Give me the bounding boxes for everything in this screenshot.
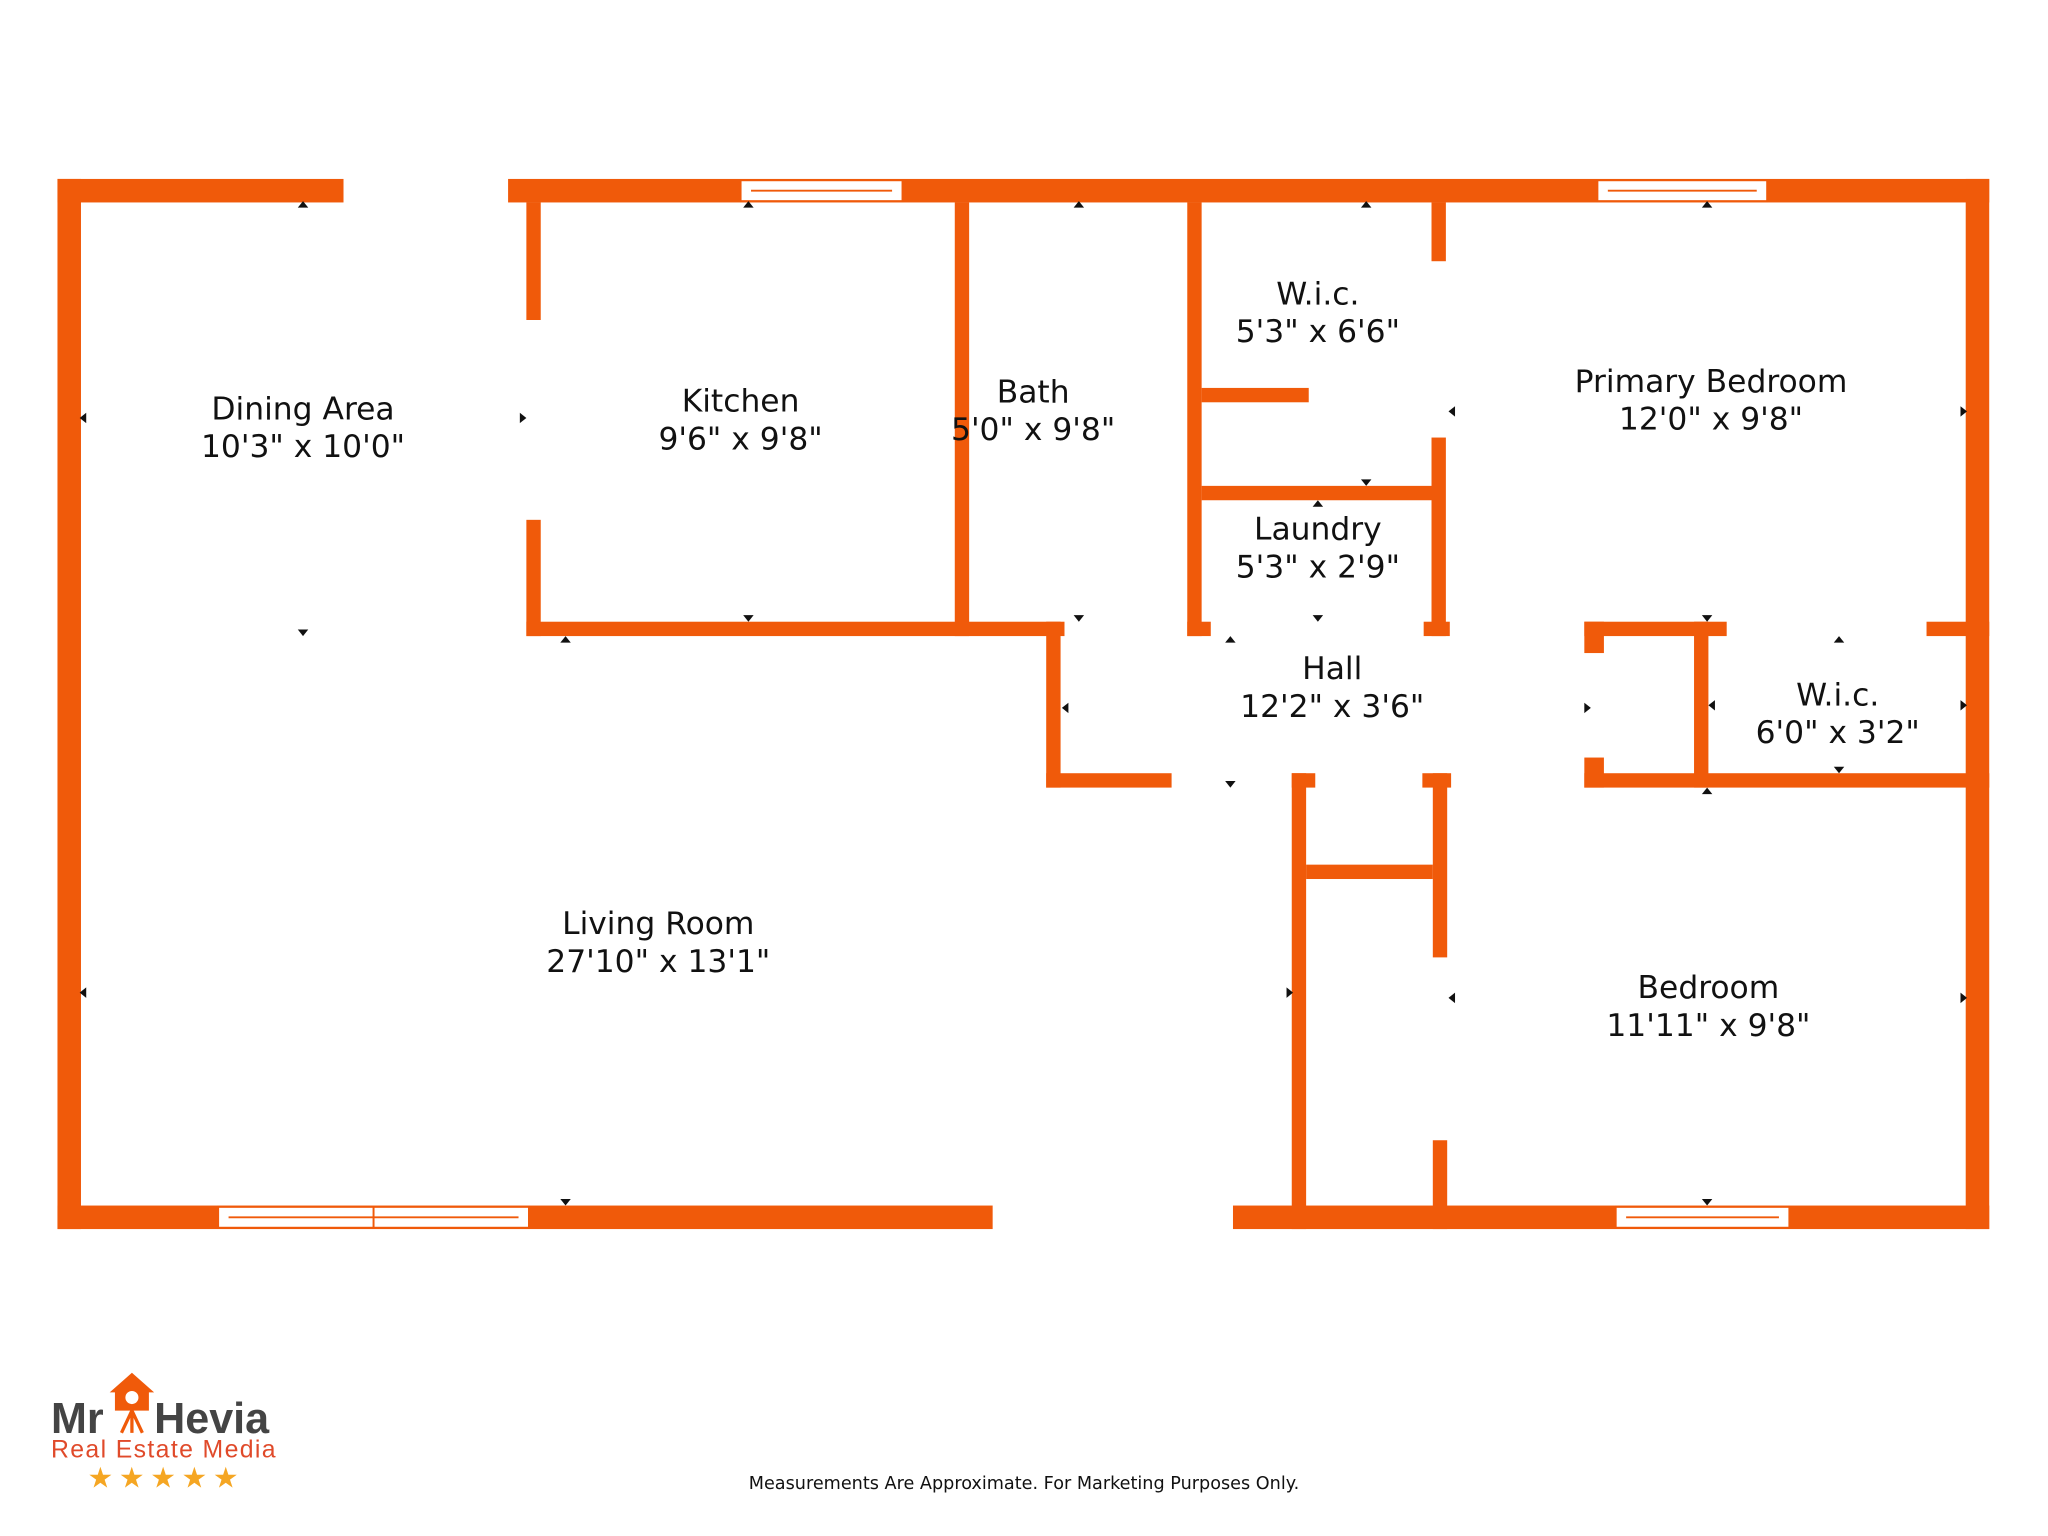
star-rating: ★ ★ ★ ★ ★ [88,1461,239,1495]
room-name: Kitchen [682,383,800,419]
room-dimensions: 9'6" x 9'8" [658,421,822,457]
room-walk-in-closet-2: W.i.c. 6'0" x 3'2" [1756,677,1920,751]
company-logo: Mr Hevia Real Estate Media ★ ★ ★ ★ ★ [51,1372,276,1495]
room-kitchen: Kitchen 9'6" x 9'8" [658,383,822,457]
star-icon: ★ [150,1461,176,1495]
room-name: Bath [997,374,1070,410]
room-dimensions: 12'2" x 3'6" [1240,689,1424,725]
room-dimensions: 6'0" x 3'2" [1756,715,1920,751]
logo-tagline: Real Estate Media [51,1437,276,1464]
room-dimensions: 5'3" x 2'9" [1236,549,1400,585]
room-dimensions: 11'11" x 9'8" [1606,1008,1810,1044]
room-dining-area: Dining Area 10'3" x 10'0" [201,391,405,465]
room-name: W.i.c. [1796,677,1879,713]
logo-mr: Mr [51,1395,104,1443]
room-name: Laundry [1254,511,1382,547]
star-icon: ★ [213,1461,239,1495]
room-laundry: Laundry 5'3" x 2'9" [1236,511,1400,585]
windows [217,179,1791,1229]
room-hall: Hall 12'2" x 3'6" [1240,651,1424,725]
walls [57,178,1990,1230]
dimension-arrows [79,201,1968,1206]
room-living-room: Living Room 27'10" x 13'1" [546,906,770,980]
room-name: Hall [1302,651,1362,687]
logo-hevia: Hevia [154,1395,270,1443]
room-dimensions: 5'0" x 9'8" [951,412,1115,448]
room-primary-bedroom: Primary Bedroom 12'0" x 9'8" [1575,364,1848,438]
room-name: Living Room [562,906,754,942]
room-dimensions: 27'10" x 13'1" [546,944,770,980]
room-name: Dining Area [211,391,394,427]
disclaimer: Measurements Are Approximate. For Market… [749,1474,1300,1494]
star-icon: ★ [119,1461,145,1495]
room-bath: Bath 5'0" x 9'8" [951,374,1115,448]
room-name: W.i.c. [1276,276,1359,312]
star-icon: ★ [88,1461,114,1495]
room-walk-in-closet-1: W.i.c. 5'3" x 6'6" [1236,276,1400,350]
room-name: Bedroom [1638,970,1780,1006]
star-icon: ★ [182,1461,208,1495]
room-dimensions: 10'3" x 10'0" [201,429,405,465]
room-dimensions: 5'3" x 6'6" [1236,314,1400,350]
room-name: Primary Bedroom [1575,364,1848,400]
room-dimensions: 12'0" x 9'8" [1619,402,1803,438]
room-bedroom: Bedroom 11'11" x 9'8" [1606,970,1810,1044]
